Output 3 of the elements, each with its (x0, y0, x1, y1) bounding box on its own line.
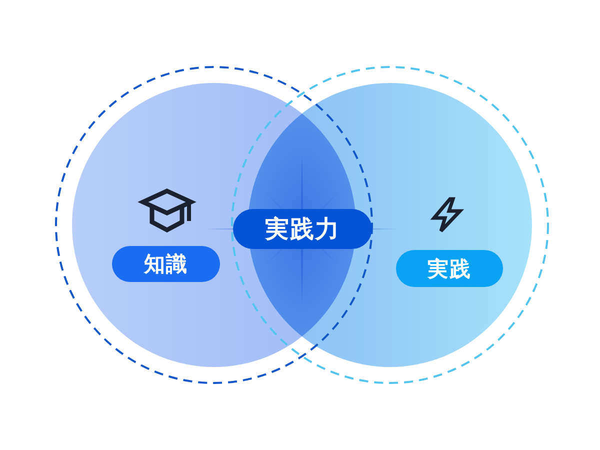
label-pill: 実践 (396, 250, 503, 287)
label-pill: 知識 (112, 246, 220, 282)
result-pill: 実践力 (233, 209, 372, 249)
